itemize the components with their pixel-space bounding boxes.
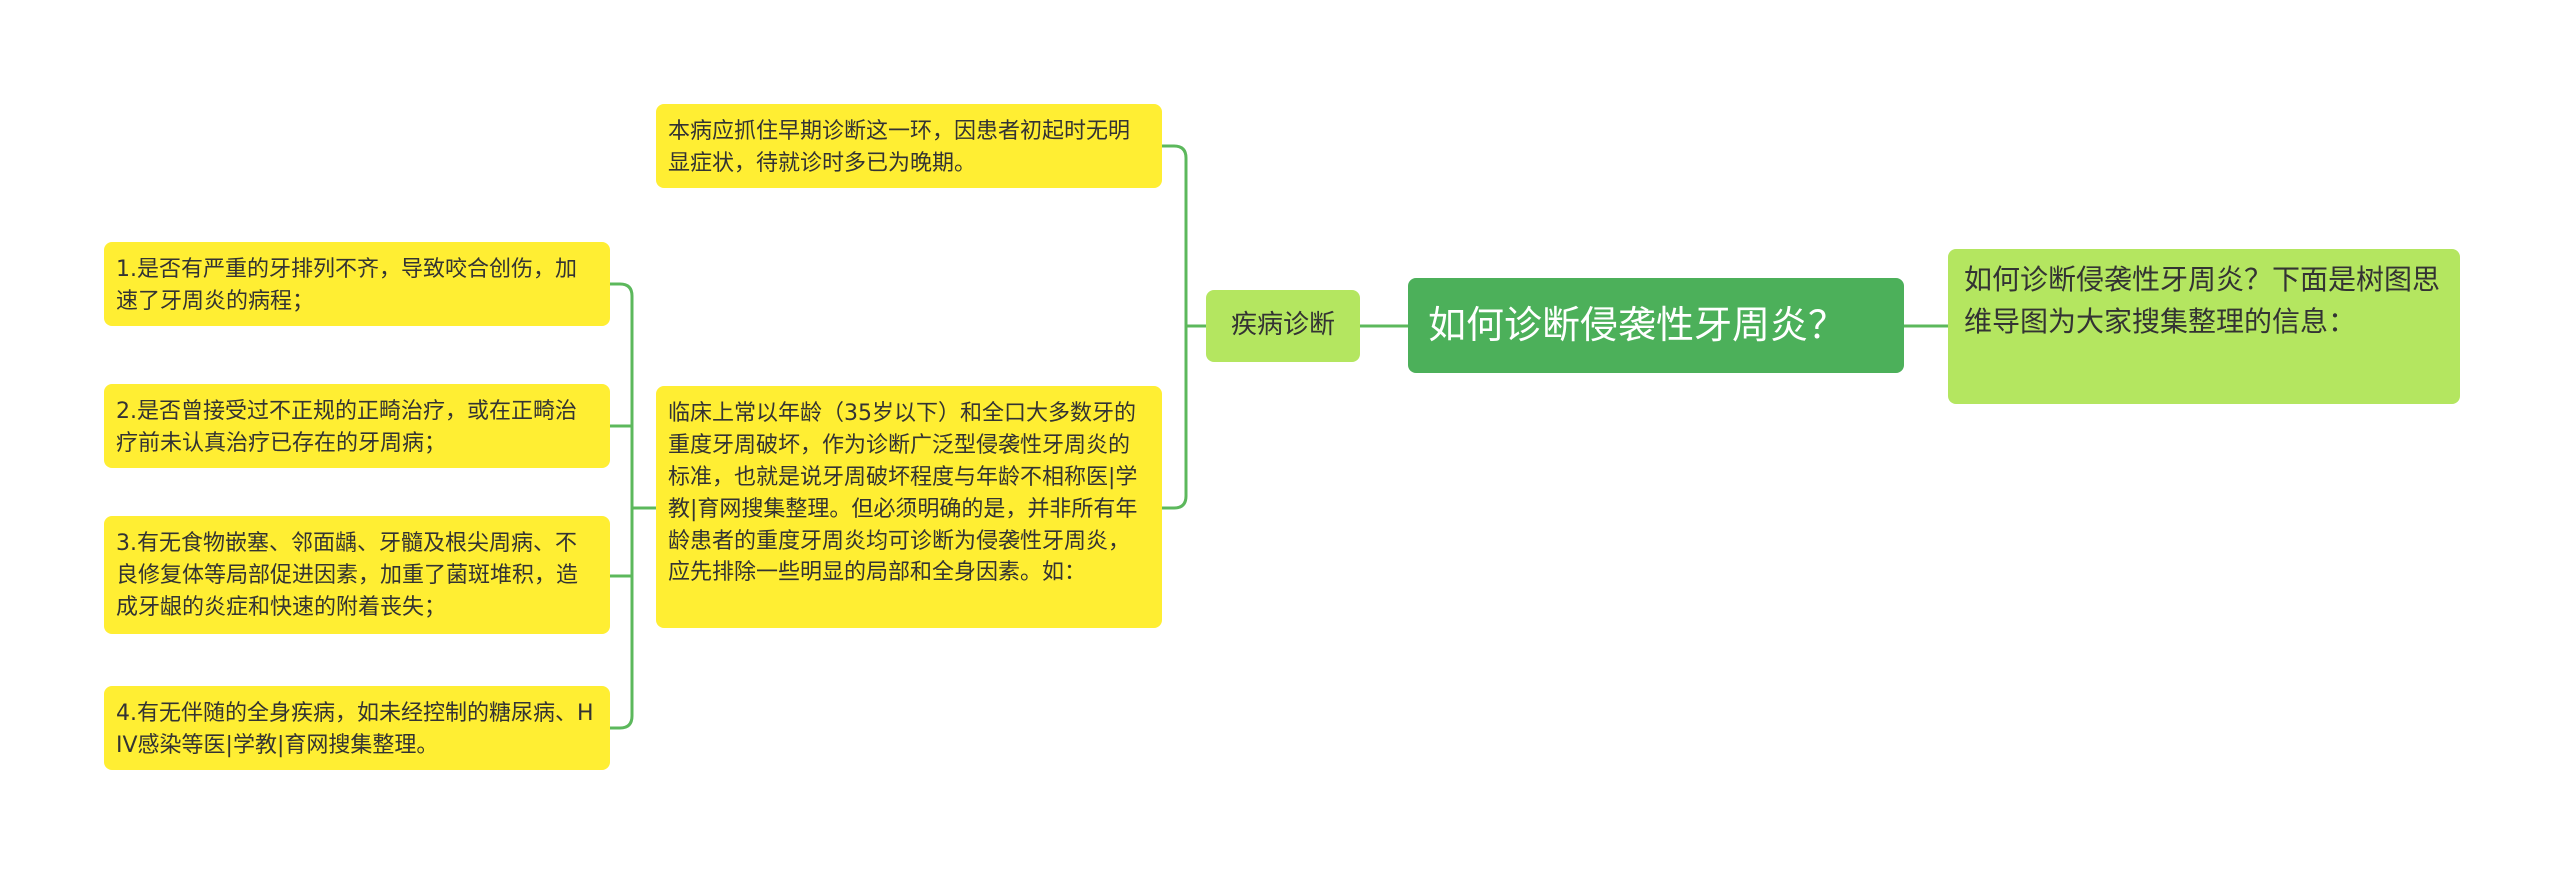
factor-item-4-text: 4.有无伴随的全身疾病，如未经控制的糖尿病、HIV感染等医|学教|育网搜集整理。 xyxy=(116,701,594,758)
intro-text: 如何诊断侵袭性牙周炎？下面是树图思维导图为大家搜集整理的信息： xyxy=(1964,263,2441,338)
factor-item-2[interactable]: 2.是否曾接受过不正规的正畸治疗，或在正畸治疗前未认真治疗已存在的牙周病； xyxy=(104,384,610,468)
detail-early-diagnosis[interactable]: 本病应抓住早期诊断这一环，因患者初起时无明显症状，待就诊时多已为晚期。 xyxy=(656,104,1162,188)
factor-item-3-text: 3.有无食物嵌塞、邻面龋、牙髓及根尖周病、不良修复体等局部促进因素，加重了菌斑堆… xyxy=(116,531,579,620)
root-title: 如何诊断侵袭性牙周炎？ xyxy=(1428,302,1847,347)
detail-clinical-text: 临床上常以年龄（35岁以下）和全口大多数牙的重度牙周破坏，作为诊断广泛型侵袭性牙… xyxy=(668,401,1138,586)
branch-label: 疾病诊断 xyxy=(1230,310,1335,341)
detail-early-text: 本病应抓住早期诊断这一环，因患者初起时无明显症状，待就诊时多已为晚期。 xyxy=(668,119,1131,176)
intro-node[interactable]: 如何诊断侵袭性牙周炎？下面是树图思维导图为大家搜集整理的信息： xyxy=(1948,249,2460,404)
factor-item-1[interactable]: 1.是否有严重的牙排列不齐，导致咬合创伤，加速了牙周炎的病程； xyxy=(104,242,610,326)
factor-item-1-text: 1.是否有严重的牙排列不齐，导致咬合创伤，加速了牙周炎的病程； xyxy=(116,257,577,314)
factor-item-2-text: 2.是否曾接受过不正规的正畸治疗，或在正畸治疗前未认真治疗已存在的牙周病； xyxy=(116,399,577,456)
detail-clinical-criteria[interactable]: 临床上常以年龄（35岁以下）和全口大多数牙的重度牙周破坏，作为诊断广泛型侵袭性牙… xyxy=(656,386,1162,628)
branch-disease-diagnosis[interactable]: 疾病诊断 xyxy=(1206,290,1360,362)
factor-item-3[interactable]: 3.有无食物嵌塞、邻面龋、牙髓及根尖周病、不良修复体等局部促进因素，加重了菌斑堆… xyxy=(104,516,610,634)
factor-item-4[interactable]: 4.有无伴随的全身疾病，如未经控制的糖尿病、HIV感染等医|学教|育网搜集整理。 xyxy=(104,686,610,770)
root-topic[interactable]: 如何诊断侵袭性牙周炎？ xyxy=(1408,278,1904,373)
